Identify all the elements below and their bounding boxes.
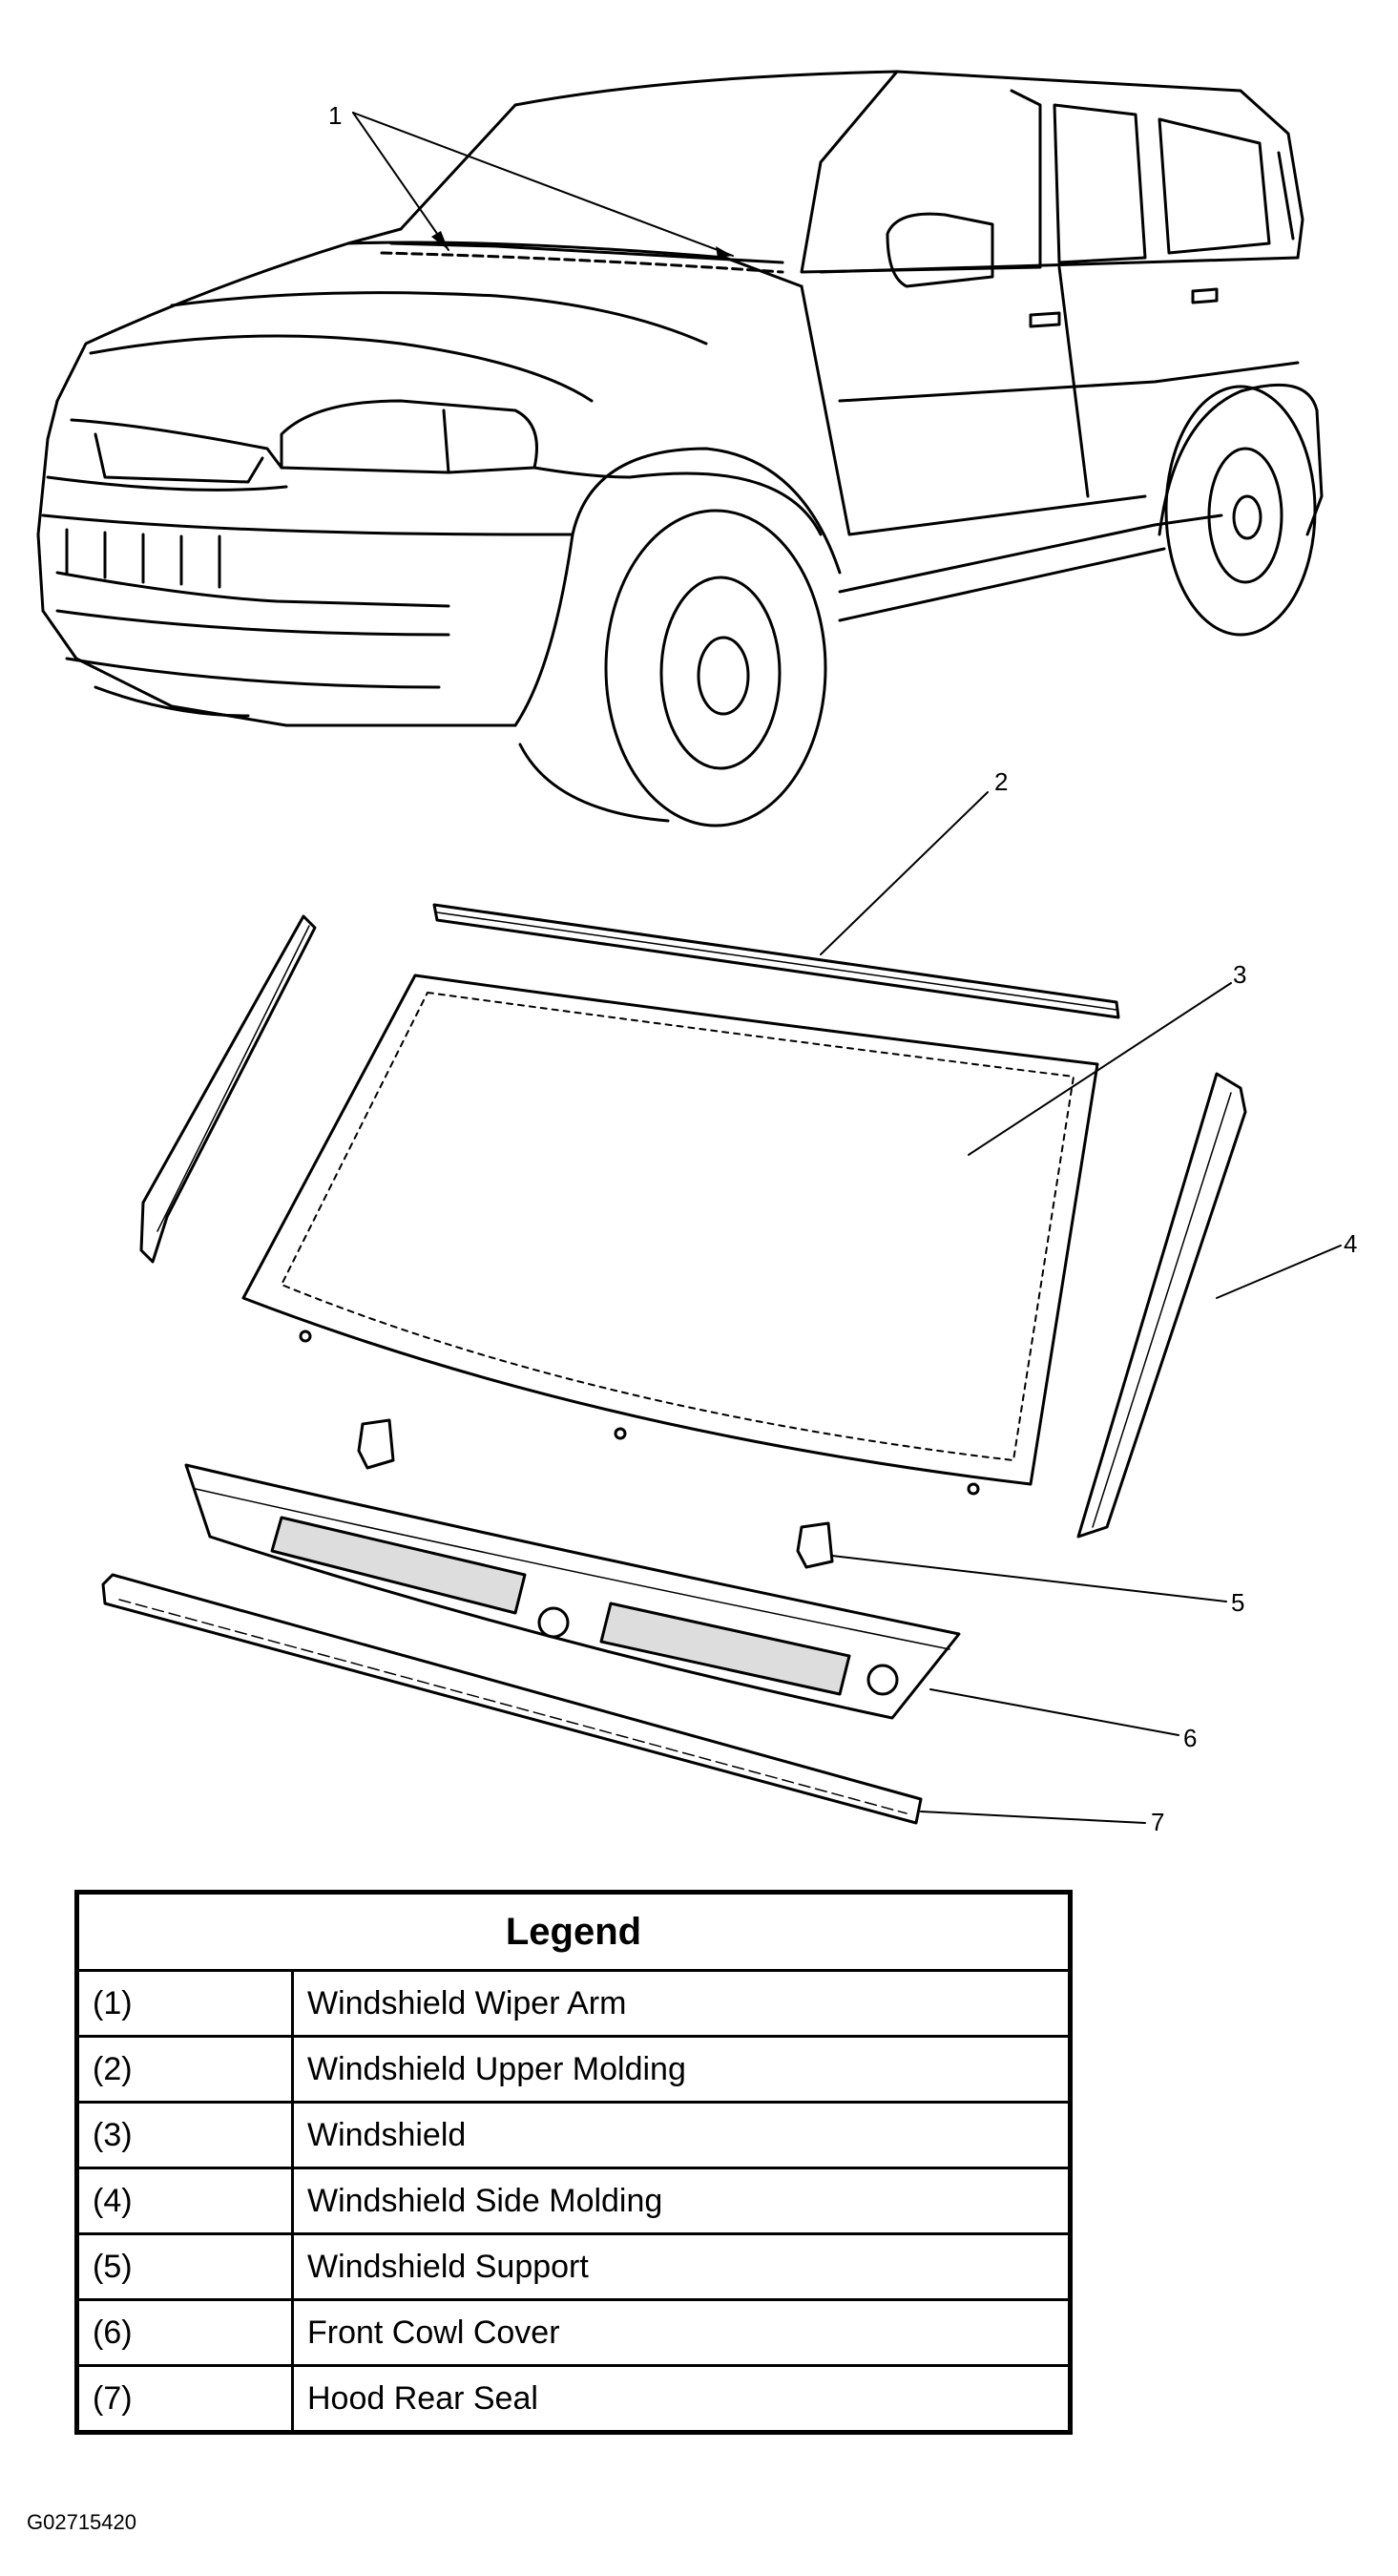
windshield-support-parts xyxy=(357,1418,834,1569)
legend-label: Windshield Wiper Arm xyxy=(291,1969,1072,2038)
legend-number: (7) xyxy=(75,2364,294,2434)
legend-row: (4) Windshield Side Molding xyxy=(75,2167,1072,2235)
legend-label: Hood Rear Seal xyxy=(291,2364,1072,2434)
upper-molding-part xyxy=(432,903,1120,1019)
legend-row: (3) Windshield xyxy=(75,2101,1072,2169)
legend-label: Front Cowl Cover xyxy=(291,2298,1072,2367)
legend-number: (4) xyxy=(75,2167,294,2235)
legend-label: Windshield Support xyxy=(291,2232,1072,2301)
left-side-molding-part xyxy=(139,914,317,1264)
right-side-molding-part xyxy=(1076,1072,1247,1539)
callout-2: 2 xyxy=(994,767,1008,796)
front-cowl-cover-part xyxy=(184,1463,961,1720)
legend-number: (6) xyxy=(75,2298,294,2367)
legend-row: (6) Front Cowl Cover xyxy=(75,2298,1072,2367)
legend-row: (2) Windshield Upper Molding xyxy=(75,2035,1072,2104)
callout-6: 6 xyxy=(1183,1724,1197,1752)
legend-title: Legend xyxy=(75,1891,1072,1972)
callout-5: 5 xyxy=(1231,1588,1244,1617)
legend-number: (3) xyxy=(75,2101,294,2169)
legend-number: (1) xyxy=(75,1969,294,2038)
legend-number: (5) xyxy=(75,2232,294,2301)
legend-number: (2) xyxy=(75,2035,294,2104)
callout-3: 3 xyxy=(1233,960,1246,989)
callout-7: 7 xyxy=(1151,1808,1164,1836)
legend-row: (1) Windshield Wiper Arm xyxy=(75,1969,1072,2038)
callout-4: 4 xyxy=(1344,1229,1357,1258)
legend-row: (5) Windshield Support xyxy=(75,2232,1072,2301)
legend-label: Windshield xyxy=(291,2101,1072,2169)
windshield-part xyxy=(241,974,1099,1496)
legend-label: Windshield Side Molding xyxy=(291,2167,1072,2235)
legend-label: Windshield Upper Molding xyxy=(291,2035,1072,2104)
exploded-parts-diagram: 1 2 3 4 5 6 xyxy=(36,70,1357,1836)
hood-rear-seal-part xyxy=(101,1573,923,1825)
vehicle-illustration xyxy=(36,70,1324,827)
figure-code: G02715420 xyxy=(27,2510,136,2534)
legend-row: (7) Hood Rear Seal xyxy=(75,2364,1072,2434)
legend-table: Legend (1) Windshield Wiper Arm (2) Wind… xyxy=(74,1890,1073,2435)
callout-1: 1 xyxy=(328,101,342,130)
